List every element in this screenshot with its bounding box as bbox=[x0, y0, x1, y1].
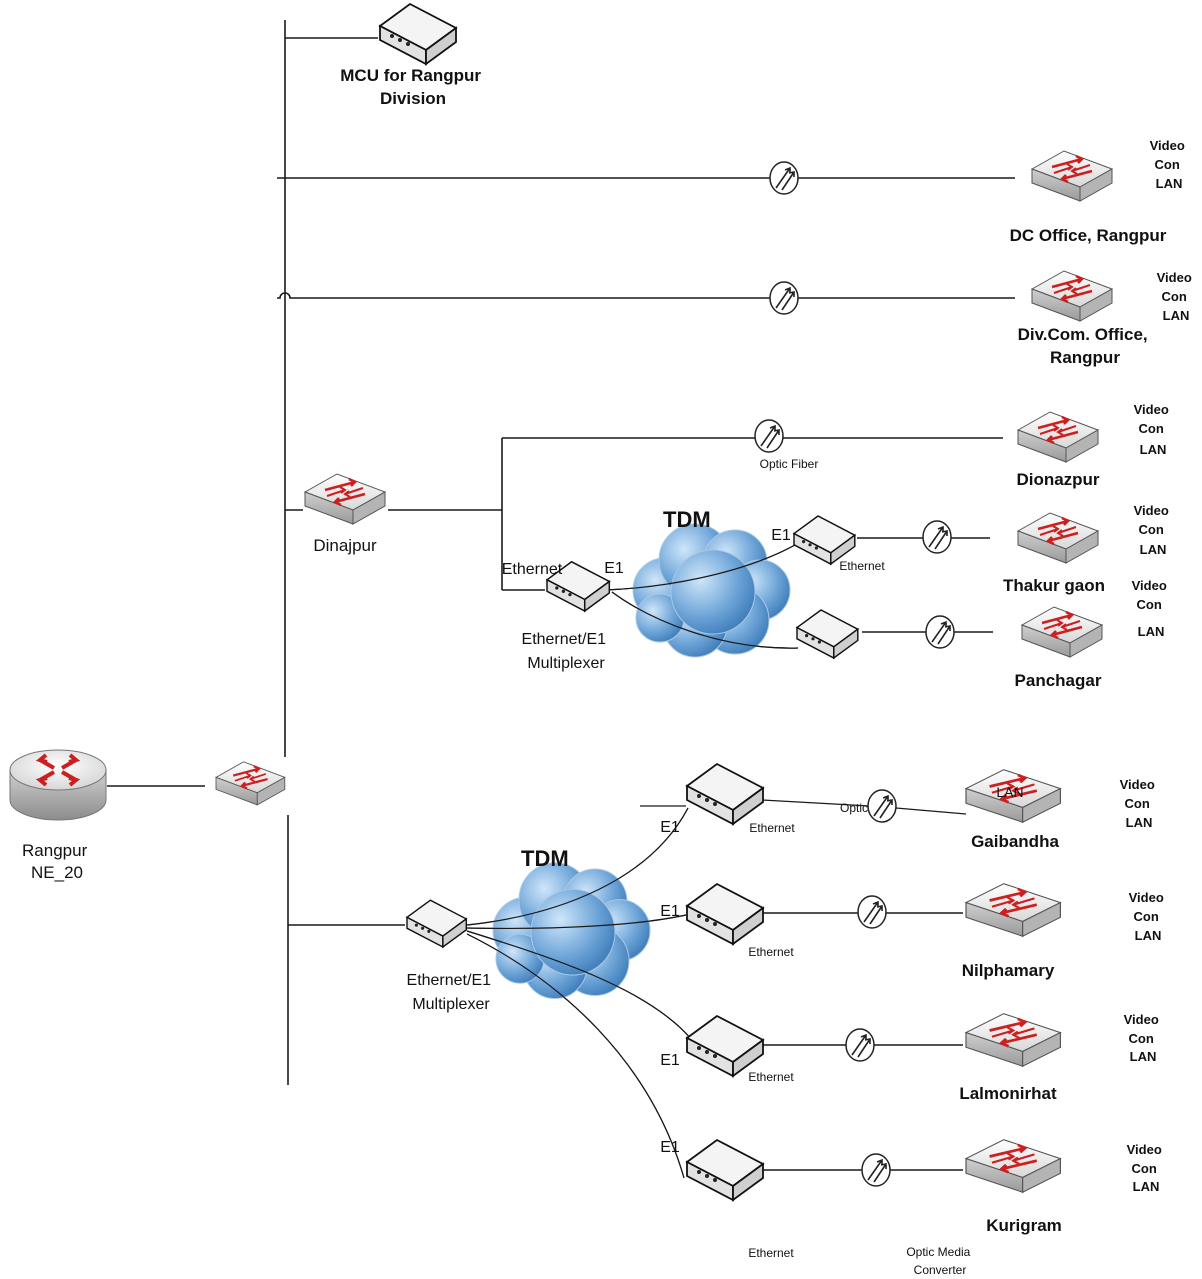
optic-media-converter-label: Optic Media Converter bbox=[906, 1245, 973, 1277]
ethernet-label-lalmonirhat: Ethernet bbox=[748, 1070, 794, 1084]
wires-over-cloud bbox=[466, 544, 799, 1179]
ethernet-label-kurigram: Ethernet bbox=[748, 1246, 794, 1260]
converter-icon-kurigram bbox=[861, 1153, 891, 1187]
switch-icon-thakurgaon[interactable] bbox=[1016, 511, 1100, 565]
tdm-cloud-upper bbox=[632, 523, 791, 658]
e1-label-lalmonirhat: E1 bbox=[660, 1052, 680, 1069]
dinajpur-label: Dinajpur bbox=[313, 536, 377, 555]
kurigram-label: Kurigram bbox=[986, 1216, 1062, 1235]
multiplexer-icon-gaibandha[interactable] bbox=[686, 763, 764, 825]
switch-icon-divcom-office[interactable] bbox=[1030, 269, 1114, 323]
switch-icon-kurigram[interactable] bbox=[964, 1138, 1062, 1194]
vcl-dionazpur: Video Con LAN bbox=[1134, 402, 1173, 457]
nilphamary-label: Nilphamary bbox=[962, 961, 1055, 980]
mcu-label: MCU for Rangpur Division bbox=[340, 66, 485, 108]
vcl-kurigram: Video Con LAN bbox=[1127, 1142, 1166, 1194]
vcl-thakurgaon: Video Con LAN bbox=[1134, 503, 1173, 557]
switch-icon-lalmonirhat[interactable] bbox=[964, 1012, 1062, 1068]
rangpur-label: Rangpur NE_20 bbox=[22, 841, 92, 882]
ethernet-label-thakurgaon: Ethernet bbox=[839, 559, 885, 573]
multiplexer-icon-thakurgaon[interactable] bbox=[793, 515, 856, 565]
optic-fiber-label: Optic Fiber bbox=[760, 457, 819, 471]
mcu-device-icon[interactable] bbox=[379, 3, 457, 65]
e1-label-dinajpur-mux: E1 bbox=[604, 560, 624, 577]
e1-label-thakurgaon: E1 bbox=[771, 527, 791, 544]
ethernet-label-dinajpur-mux: Ethernet bbox=[502, 561, 563, 578]
converter-icon-lalmonirhat bbox=[845, 1028, 875, 1062]
tdm-label-upper: TDM bbox=[663, 507, 711, 532]
e1-label-nilphamary: E1 bbox=[660, 903, 680, 920]
multiplexer-icon-nilphamary[interactable] bbox=[686, 883, 764, 945]
converter-icon-nilphamary bbox=[857, 895, 887, 929]
optic-label-gaibandha: Optic bbox=[840, 801, 868, 815]
divcom-label: Div.Com. Office, Rangpur bbox=[1018, 325, 1153, 367]
thakurgaon-label: Thakur gaon bbox=[1003, 576, 1105, 595]
vcl-lalmonirhat: Video Con LAN bbox=[1124, 1012, 1163, 1064]
multiplexer-icon-lalmonirhat[interactable] bbox=[686, 1015, 764, 1077]
converter-icon-panchagar bbox=[925, 615, 955, 649]
multiplexer-icon-lower[interactable] bbox=[406, 899, 467, 948]
ethernet-label-gaibandha: Ethernet bbox=[749, 821, 795, 835]
tdm-cloud-lower bbox=[492, 862, 651, 1000]
switch-icon-panchagar[interactable] bbox=[1020, 605, 1104, 659]
vcl-divcom: Video Con LAN bbox=[1157, 270, 1196, 323]
ethernet-label-nilphamary: Ethernet bbox=[748, 945, 794, 959]
vcl-dc: Video Con LAN bbox=[1150, 138, 1189, 191]
switch-icon-dinajpur[interactable] bbox=[303, 472, 387, 526]
multiplexer-icon-kurigram[interactable] bbox=[686, 1139, 764, 1201]
lalmonirhat-label: Lalmonirhat bbox=[959, 1084, 1057, 1103]
e1-label-kurigram: E1 bbox=[660, 1139, 680, 1156]
converter-icon-dionazpur bbox=[754, 419, 784, 453]
lan-label-gaibandha: LAN bbox=[996, 784, 1023, 800]
switch-icon-nilphamary[interactable] bbox=[964, 882, 1062, 938]
router-icon[interactable] bbox=[9, 749, 107, 821]
switch-icon-dc-office[interactable] bbox=[1030, 149, 1114, 203]
converter-icon-gaibandha bbox=[867, 789, 897, 823]
core-switch-icon[interactable] bbox=[214, 760, 286, 806]
e1-label-gaibandha: E1 bbox=[660, 819, 680, 836]
multiplexer-icon-panchagar[interactable] bbox=[796, 609, 859, 659]
switch-icon-dionazpur[interactable] bbox=[1016, 410, 1100, 464]
tdm-label-lower: TDM bbox=[521, 846, 569, 871]
mux-label-lower: Ethernet/E1 Multiplexer bbox=[407, 972, 496, 1013]
vcl-nilphamary: Video Con LAN bbox=[1129, 890, 1168, 943]
converter-icon-dc bbox=[769, 161, 799, 195]
vcl-gaibandha: Video Con LAN bbox=[1120, 777, 1159, 830]
dionazpur-label: Dionazpur bbox=[1016, 470, 1099, 489]
vcl-panchagar: Video Con LAN bbox=[1132, 578, 1171, 639]
converter-icon-thakurgaon bbox=[922, 520, 952, 554]
panchagar-label: Panchagar bbox=[1015, 671, 1102, 690]
converter-icon-divcom bbox=[769, 281, 799, 315]
dc-office-label: DC Office, Rangpur bbox=[1010, 226, 1167, 245]
gaibandha-label: Gaibandha bbox=[971, 832, 1059, 851]
mux-label-dinajpur: Ethernet/E1 Multiplexer bbox=[522, 631, 611, 672]
